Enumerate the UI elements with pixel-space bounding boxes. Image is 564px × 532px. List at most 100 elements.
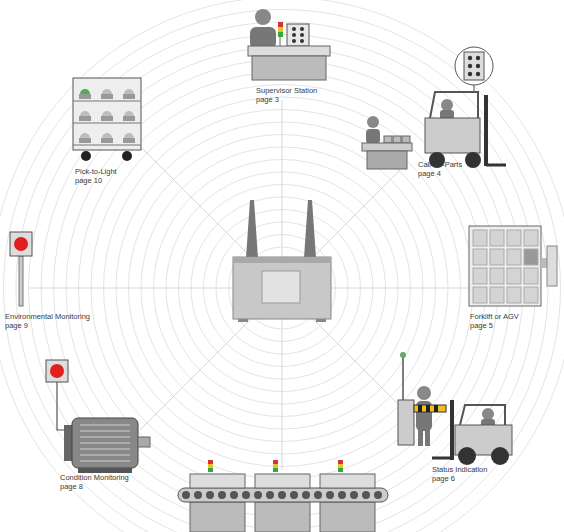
call-for-parts-scene [476, 72, 480, 76]
call-for-parts-scene [441, 99, 453, 111]
conveyor-roller [218, 491, 226, 499]
panel-cell [473, 230, 538, 303]
pick-lamp [123, 94, 135, 99]
station-label: Supervisor Stationpage 3 [256, 86, 317, 104]
motor-fin [80, 442, 130, 444]
conveyor-roller [350, 491, 358, 499]
conveyor-roller [242, 491, 250, 499]
range-rings [4, 10, 561, 532]
station-label: Call-for-Partspage 4 [418, 160, 462, 178]
stack-light [338, 460, 343, 464]
panel-cell [473, 268, 487, 284]
motor-fin [80, 448, 130, 450]
page-reference: page 3 [256, 95, 317, 104]
pick-to-light-cart [73, 101, 141, 102]
conveyor-roller [290, 491, 298, 499]
supervisor-station [248, 46, 330, 56]
pick-lamp [124, 89, 134, 94]
conveyor-roller [266, 491, 274, 499]
station-name: Condition Monitoring [60, 473, 129, 482]
panel-cell [490, 268, 504, 284]
status-gate-scene [425, 430, 430, 446]
condition-monitoring-scene [64, 425, 72, 461]
display-panel [469, 226, 557, 306]
wireless-gateway [233, 200, 331, 322]
station-name: Forklift or AGV [470, 312, 519, 321]
pick-lamp [80, 133, 90, 138]
conveyor-roller [230, 491, 238, 499]
panel-cell [507, 287, 521, 303]
motor-fin [80, 436, 130, 438]
conveyor-line [255, 502, 310, 532]
panel-cell [507, 230, 521, 246]
station-name: Call-for-Parts [418, 160, 462, 169]
stack-light [273, 460, 278, 464]
call-for-parts-scene [474, 85, 475, 92]
pick-lamp [79, 111, 91, 121]
panel-cell [473, 230, 487, 246]
station-name: Environmental Monitoring [5, 312, 90, 321]
panel-cell [490, 230, 504, 246]
call-for-parts-scene [393, 136, 401, 143]
radio-link [30, 100, 470, 470]
pick-lamp [79, 133, 91, 143]
call-for-parts-scene [486, 164, 506, 167]
supervisor-station [255, 9, 271, 25]
condition-monitoring-scene [138, 437, 150, 447]
stack-light [273, 468, 278, 472]
conveyor-roller [338, 491, 346, 499]
environmental-sensor [19, 256, 23, 306]
call-for-parts-scene [468, 72, 472, 76]
conveyor-roller [182, 491, 190, 499]
conveyor-roller [194, 491, 202, 499]
station-name: Status Indication [432, 465, 487, 474]
call-for-parts-scene [425, 118, 480, 153]
conveyor-line [190, 474, 245, 488]
status-gate-scene [432, 457, 452, 460]
panel-cell [490, 287, 504, 303]
panel-cell [473, 249, 487, 265]
panel-cell [524, 287, 538, 303]
condition-monitoring-scene [50, 364, 64, 378]
station-label: Environmental Monitoringpage 9 [5, 312, 90, 330]
status-gate-scene [426, 405, 430, 412]
condition-monitoring-scene [46, 360, 68, 382]
stack-light [208, 464, 213, 468]
wireless-gateway [246, 200, 258, 258]
conveyor-roller [254, 491, 262, 499]
status-gate-scene [417, 386, 431, 400]
supervisor-station [278, 32, 283, 37]
pick-to-light-cart [81, 151, 91, 161]
page-reference: page 6 [432, 474, 487, 483]
pick-lamp [101, 89, 113, 99]
call-for-parts-scene [367, 151, 407, 169]
station-label: Condition Monitoringpage 8 [60, 473, 129, 491]
range-rings [16, 22, 548, 532]
pick-lamp [79, 138, 91, 143]
call-for-parts-scene [465, 152, 481, 168]
stack-light [338, 468, 343, 472]
pick-lamp [102, 111, 112, 116]
conveyor-roller [302, 491, 310, 499]
call-for-parts-scene [476, 64, 480, 68]
condition-monitoring-scene [46, 360, 150, 473]
conveyor-line [178, 488, 388, 502]
status-gate-scene [402, 355, 404, 400]
pick-to-light-cart [73, 78, 141, 150]
condition-monitoring-scene [57, 382, 64, 430]
supervisor-station [292, 33, 296, 37]
station-name: Pick-to-Light [75, 167, 117, 176]
pick-lamp [101, 116, 113, 121]
stack-light [208, 460, 213, 464]
motor-fin [80, 425, 130, 461]
stack-light [338, 464, 343, 468]
motor-fin [80, 424, 130, 426]
supervisor-station [300, 27, 304, 31]
pick-lamp [123, 111, 135, 121]
call-for-parts-scene [476, 56, 480, 60]
status-gate-scene [418, 430, 423, 446]
call-for-parts-scene [384, 136, 392, 143]
motor-fin [80, 460, 130, 462]
